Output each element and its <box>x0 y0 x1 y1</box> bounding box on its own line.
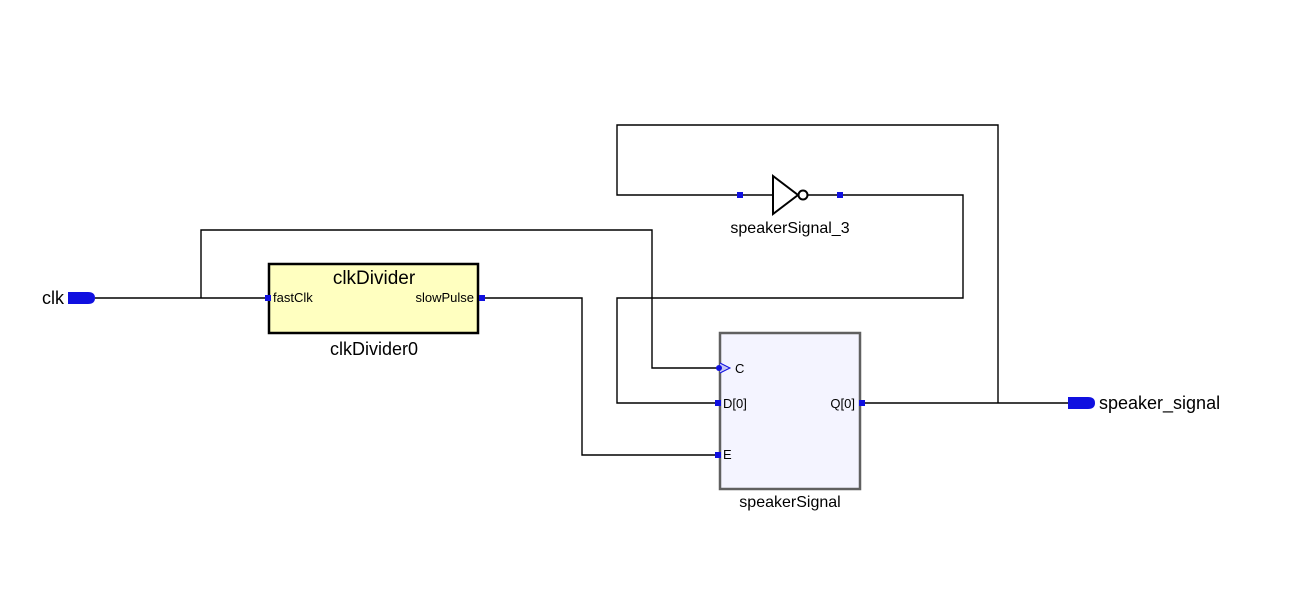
inverter-pin-out[interactable] <box>837 192 843 198</box>
register-pin-q-label: Q[0] <box>830 396 855 411</box>
clkdivider-pin-slowpulse[interactable] <box>479 295 485 301</box>
wire-clk-to-register-c[interactable] <box>200 229 718 369</box>
output-port-arrow-icon <box>1068 397 1095 409</box>
register-body[interactable] <box>718 331 862 491</box>
clkdivider-block[interactable]: clkDivider fastClk slowPulse clkDivider0 <box>265 262 485 359</box>
register-pin-d[interactable] <box>715 400 721 406</box>
register-pin-e-label: E <box>723 447 732 462</box>
input-port-label: clk <box>42 288 65 308</box>
clkdivider-instance-name: clkDivider0 <box>330 339 418 359</box>
inverter-instance-name: speakerSignal_3 <box>730 220 849 237</box>
wire-inverter-to-data[interactable] <box>616 194 964 404</box>
inverter-pin-in[interactable] <box>737 192 743 198</box>
register-pin-d-label: D[0] <box>723 396 747 411</box>
inverter-gate[interactable]: speakerSignal_3 <box>730 173 850 237</box>
register-instance-name: speakerSignal <box>739 494 840 511</box>
output-port-label: speaker_signal <box>1099 393 1220 414</box>
wire-slowpulse-to-enable[interactable] <box>484 297 718 456</box>
inverter-triangle-icon <box>772 173 800 217</box>
register-pin-q[interactable] <box>859 400 865 406</box>
register-pin-c[interactable] <box>716 365 722 371</box>
clock-triangle-icon <box>719 362 732 374</box>
wires <box>95 124 1068 456</box>
register-block[interactable]: C D[0] E Q[0] speakerSignal <box>715 331 865 511</box>
clkdivider-pin-fastclk[interactable] <box>265 295 271 301</box>
register-pin-c-label: C <box>735 361 744 376</box>
input-port-arrow-icon <box>68 292 95 304</box>
register-pin-e[interactable] <box>715 452 721 458</box>
clkdivider-pin-fastclk-label: fastClk <box>273 290 313 305</box>
input-port-clk[interactable]: clk <box>42 288 95 308</box>
wire-q-feedback[interactable] <box>616 124 999 403</box>
clkdivider-pin-slowpulse-label: slowPulse <box>415 290 474 305</box>
inverter-bubble-icon <box>797 189 809 201</box>
output-port-speaker-signal[interactable]: speaker_signal <box>1068 393 1220 414</box>
clkdivider-type-label: clkDivider <box>333 268 416 289</box>
